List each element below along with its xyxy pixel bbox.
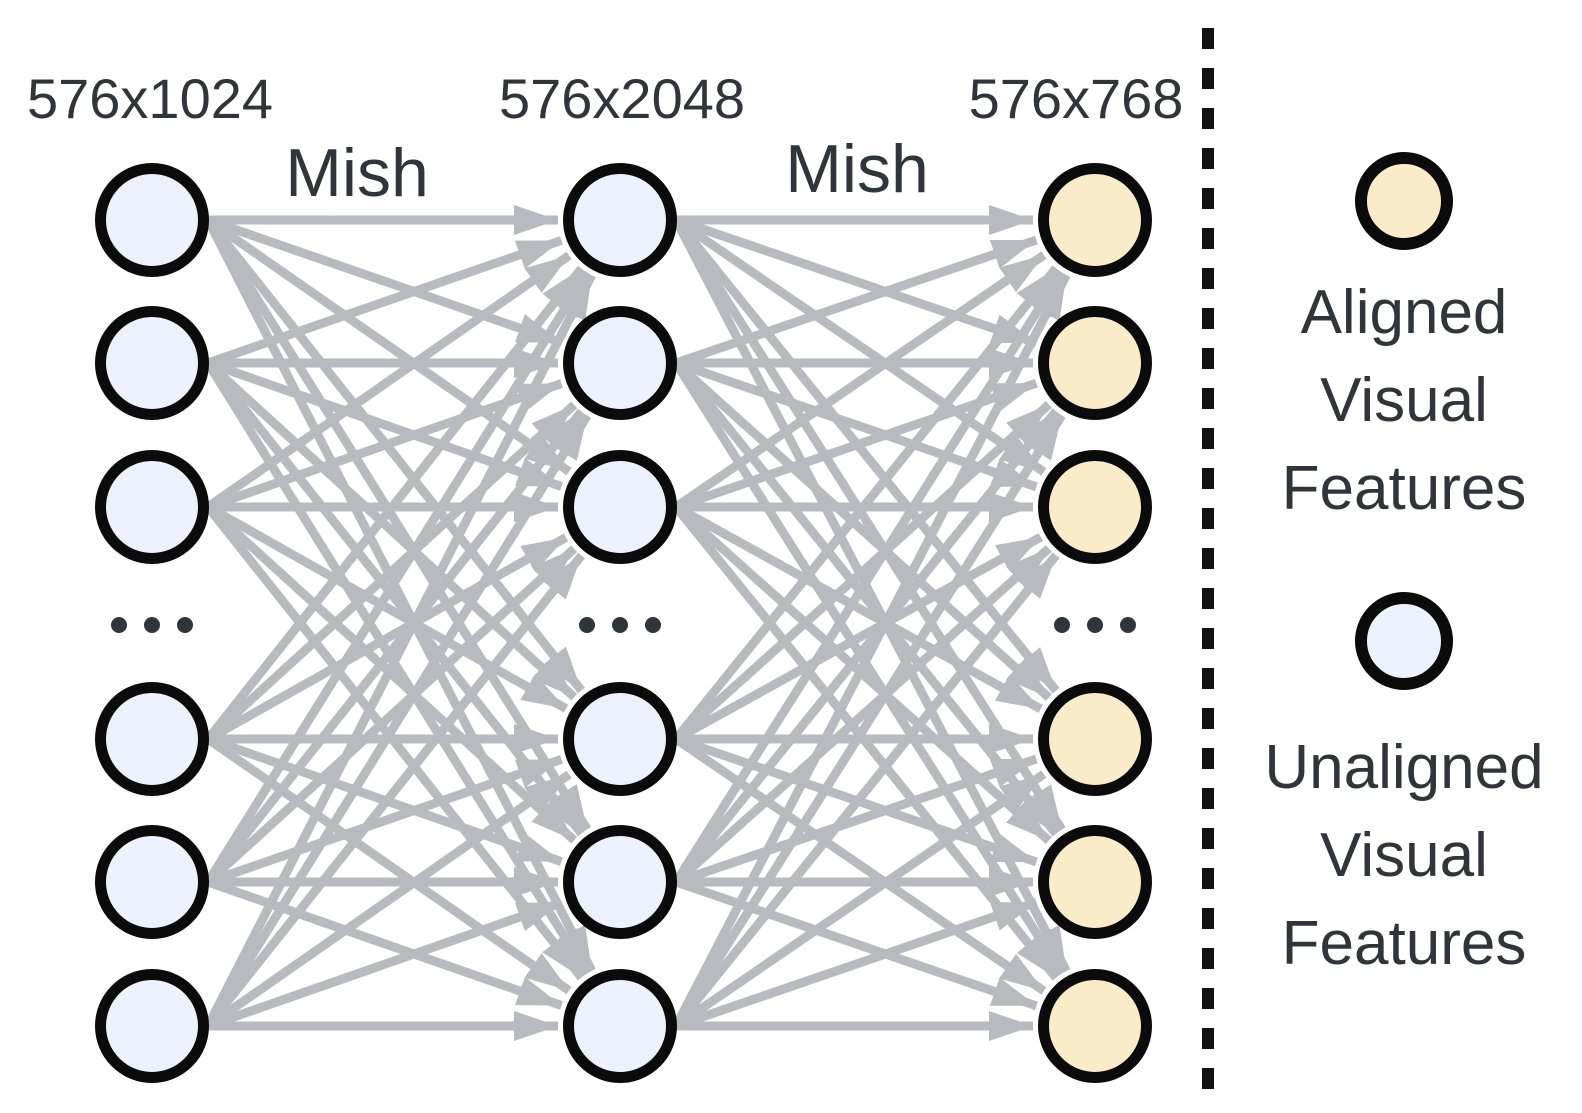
edge-input3-hidden0 xyxy=(204,265,585,742)
node-input-6 xyxy=(95,969,209,1083)
edge-hidden4-output1 xyxy=(672,408,1060,885)
input-dim-label: 576x1024 xyxy=(27,67,273,130)
ellipsis-dot-input xyxy=(177,617,193,633)
edge-hidden0-output1 xyxy=(674,215,1038,348)
node-hidden-6 xyxy=(563,969,677,1083)
legend-unaligned-line-1: Unaligned xyxy=(1264,733,1543,802)
legend-unaligned-line-3: Features xyxy=(1282,909,1527,978)
node-hidden-4 xyxy=(563,682,677,796)
edge-hidden1-output0 xyxy=(674,235,1038,368)
edge-input4-hidden3 xyxy=(206,755,563,887)
edge-hidden5-output3 xyxy=(673,770,1047,1030)
node-input-1 xyxy=(95,163,209,277)
activation-label-2: Mish xyxy=(785,131,929,207)
node-input-4 xyxy=(95,682,209,796)
edge-hidden5-output0 xyxy=(672,272,1071,1029)
edge-group xyxy=(203,205,1071,1041)
ellipsis-dot-input xyxy=(111,617,127,633)
legend-aligned-line-1: Aligned xyxy=(1301,278,1508,347)
ellipsis-dot-output xyxy=(1054,617,1070,633)
node-output-2 xyxy=(1038,306,1152,420)
edge-hidden5-output4 xyxy=(674,897,1038,1031)
edge-input0-hidden1 xyxy=(206,215,563,347)
edge-input5-hidden3 xyxy=(205,770,572,1030)
ellipsis-dot-output xyxy=(1120,617,1136,633)
node-input-2 xyxy=(95,306,209,420)
node-hidden-5 xyxy=(563,825,677,939)
legend-unaligned-circle xyxy=(1355,592,1453,690)
edge-input2-hidden0 xyxy=(205,251,572,511)
edge-input5-hidden2 xyxy=(204,552,585,1029)
edge-input5-hidden1 xyxy=(204,413,592,1029)
ellipsis-dot-hidden xyxy=(645,617,661,633)
output-dim-label: 576x768 xyxy=(969,67,1184,130)
edge-input2-hidden3 xyxy=(205,503,569,713)
legend-unaligned-line-2: Visual xyxy=(1320,821,1488,890)
edge-input4-hidden1 xyxy=(204,408,585,885)
edge-hidden5-output1 xyxy=(672,413,1066,1029)
ellipsis-dot-hidden xyxy=(579,617,595,633)
node-output-5 xyxy=(1038,825,1152,939)
node-input-5 xyxy=(95,825,209,939)
edge-hidden0-output3 xyxy=(672,217,1060,694)
edge-input5-hidden4 xyxy=(206,898,563,1031)
node-hidden-3 xyxy=(563,450,677,564)
ellipsis-group xyxy=(111,617,1136,633)
edge-hidden4-output0 xyxy=(672,269,1066,885)
edge-hidden2-output3 xyxy=(673,503,1043,713)
legend-aligned-circle xyxy=(1355,152,1453,250)
node-output-1 xyxy=(1038,163,1152,277)
edge-input1-hidden0 xyxy=(206,236,563,368)
legend: Aligned Visual Features Unaligned Visual… xyxy=(1264,152,1544,978)
legend-aligned-line-3: Features xyxy=(1282,454,1527,523)
edge-input3-hidden2 xyxy=(205,533,569,743)
node-hidden-1 xyxy=(563,163,677,277)
node-output-3 xyxy=(1038,450,1152,564)
edge-input4-hidden0 xyxy=(204,270,592,885)
edge-input0-hidden3 xyxy=(204,217,585,694)
ellipsis-dot-output xyxy=(1087,617,1103,633)
activation-label-1: Mish xyxy=(285,135,429,211)
edge-input4-hidden2 xyxy=(204,545,578,886)
ellipsis-dot-hidden xyxy=(612,617,628,633)
node-input-3 xyxy=(95,450,209,564)
edge-hidden1-output4 xyxy=(672,360,1060,837)
edge-hidden4-output3 xyxy=(674,754,1038,887)
edge-hidden4-output2 xyxy=(672,544,1052,886)
edge-input5-hidden0 xyxy=(203,273,596,1029)
edge-input3-hidden1 xyxy=(204,401,578,743)
legend-aligned-line-2: Visual xyxy=(1320,366,1488,435)
edge-hidden3-output0 xyxy=(672,265,1060,742)
node-output-6 xyxy=(1038,969,1152,1083)
hidden-dim-label: 576x2048 xyxy=(499,67,745,130)
edge-hidden3-output2 xyxy=(673,533,1043,743)
node-group xyxy=(95,163,1152,1083)
edge-hidden2-output0 xyxy=(673,251,1047,511)
node-output-4 xyxy=(1038,682,1152,796)
ellipsis-dot-input xyxy=(144,617,160,633)
node-hidden-2 xyxy=(563,306,677,420)
edge-input1-hidden4 xyxy=(204,360,585,837)
edge-hidden3-output1 xyxy=(672,401,1052,743)
edge-hidden5-output2 xyxy=(672,552,1060,1029)
